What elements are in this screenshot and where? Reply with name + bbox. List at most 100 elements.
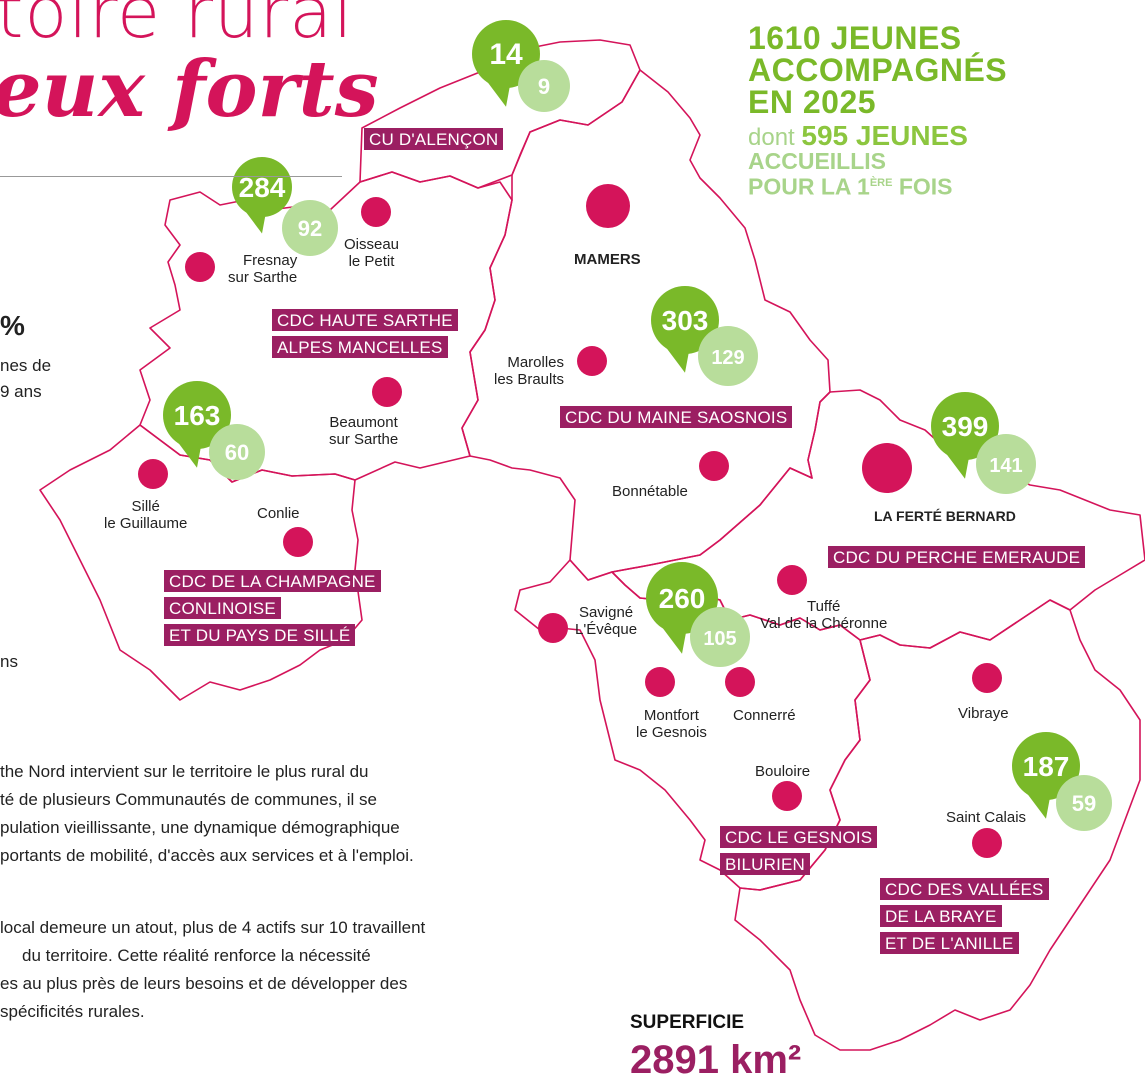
kpi-line-6-b: FOIS <box>892 173 953 200</box>
cdc-label-braye-1: CDC DES VALLÉES <box>880 878 1049 900</box>
pin-total-circle <box>232 157 292 217</box>
kpi-line-3: EN 2025 <box>748 84 877 120</box>
town-label-fresnay-1: Fresnay <box>243 252 298 269</box>
title-rule <box>0 176 342 177</box>
pin-first-circle <box>209 424 265 480</box>
town-dot-marolles <box>577 346 607 376</box>
town-label-bouloire: Bouloire <box>755 763 811 780</box>
title-line-1: toire rural <box>0 0 354 54</box>
town-dot-bouloire <box>772 781 802 811</box>
cdc-label-haute-sarthe-2: ALPES MANCELLES <box>272 336 448 358</box>
superficie-label: SUPERFICIE <box>630 1012 745 1033</box>
town-dot-bonnetable <box>699 451 729 481</box>
town-label-tuffe-2: Val de la Chéronne <box>760 615 888 632</box>
town-dot-vibraye <box>972 663 1002 693</box>
town-label-savigne-2: L'Évêque <box>575 621 638 638</box>
pin-total-circle <box>931 392 999 460</box>
pin-first-value: 141 <box>989 455 1022 477</box>
town-label-bonnetable: Bonnétable <box>612 483 688 500</box>
pin-first-value: 60 <box>225 440 249 465</box>
town-dot-saint-calais <box>972 828 1002 858</box>
title-line-2: eux forts <box>0 44 379 135</box>
kpi-dont: dont <box>748 124 795 151</box>
pin-total-value: 303 <box>662 305 709 336</box>
pin-alencon: 149 <box>472 20 570 112</box>
town-label-fresnay-2: sur Sarthe <box>228 269 298 286</box>
town-label-beaumont-2: sur Sarthe <box>329 431 399 448</box>
pin-first-circle <box>698 326 758 386</box>
town-dot-ferte-bernard <box>862 443 912 493</box>
paragraph-line-1: the Nord intervient sur le territoire le… <box>0 762 369 781</box>
town-dot-oisseau <box>361 197 391 227</box>
kpi-line-2: ACCOMPAGNÉS <box>748 52 1008 88</box>
side-line-3: ns <box>0 652 18 671</box>
cdc-label-gesnois-1: CDC LE GESNOIS <box>720 826 878 848</box>
pin-first-circle <box>518 60 570 112</box>
pin-first-value: 9 <box>538 74 550 99</box>
cdc-label-alencon: CU D'ALENÇON <box>364 128 504 150</box>
kpi-dont-line: dont 595 JEUNES <box>748 122 1007 151</box>
town-dot-sille <box>138 459 168 489</box>
side-percent: % <box>0 310 25 341</box>
town-label-conlie: Conlie <box>257 505 300 522</box>
kpi-line-6-a: POUR LA 1 <box>748 173 870 200</box>
pin-first-circle <box>976 434 1036 494</box>
town-label-mamers: MAMERS <box>574 251 641 268</box>
pin-first-value: 129 <box>711 347 744 369</box>
pin-first-circle <box>690 607 750 667</box>
pin-total-circle <box>163 381 231 449</box>
town-dot-conlie <box>283 527 313 557</box>
cdc-label-braye-2: DE LA BRAYE <box>880 905 1002 927</box>
town-label-marolles-2: les Braults <box>494 371 565 388</box>
town-label-sille-2: le Guillaume <box>104 515 188 532</box>
pin-total-value: 187 <box>1023 751 1070 782</box>
town-dot-fresnay <box>185 252 215 282</box>
pin-first-value: 59 <box>1072 791 1096 816</box>
paragraph-line-2: té de plusieurs Communautés de communes,… <box>0 790 378 809</box>
town-label-beaumont-1: Beaumont <box>329 414 398 431</box>
kpi-sup: ÈRE <box>869 177 893 189</box>
superficie-value: 2891 km² <box>630 1038 802 1082</box>
kpi-line-6: POUR LA 1ÈRE FOIS <box>748 172 1007 198</box>
paragraph-line-8: spécificités rurales. <box>0 1002 145 1021</box>
town-label-vibraye: Vibraye <box>958 705 1009 722</box>
town-dot-connerre <box>725 667 755 697</box>
town-label-sille-1: Sillé <box>131 498 160 515</box>
kpi-line-1: 1610 JEUNES <box>748 20 962 56</box>
town-label-marolles-1: Marolles <box>507 354 565 371</box>
town-label-oisseau-2: le Petit <box>348 253 395 270</box>
kpi-line-5: ACCUEILLIS <box>748 148 886 174</box>
pin-first-circle <box>1056 775 1112 831</box>
kpi-block: 1610 JEUNES ACCOMPAGNÉS EN 2025 dont 595… <box>748 22 1007 198</box>
pin-total-value: 284 <box>239 172 286 203</box>
paragraph-line-6: du territoire. Cette réalité renforce la… <box>22 946 371 965</box>
cdc-label-perche: CDC DU PERCHE EMERAUDE <box>828 546 1086 568</box>
pin-total-circle <box>651 286 719 354</box>
town-label-ferte-bernard: LA FERTÉ BERNARD <box>874 508 1016 524</box>
pin-total-value: 260 <box>659 583 706 614</box>
town-dot-tuffe <box>777 565 807 595</box>
paragraph-line-5: local demeure un atout, plus de 4 actifs… <box>0 918 426 937</box>
town-dot-mamers <box>586 184 630 228</box>
pin-total-value: 399 <box>942 411 989 442</box>
town-dot-savigne <box>538 613 568 643</box>
town-dot-montfort <box>645 667 675 697</box>
side-line-1: nes de <box>0 356 52 375</box>
town-label-oisseau-1: Oisseau <box>344 236 400 253</box>
cdc-label-champagne-3: ET DU PAYS DE SILLÉ <box>164 624 356 646</box>
town-label-tuffe-1: Tuffé <box>806 598 841 615</box>
town-label-connerre: Connerré <box>733 707 796 724</box>
pin-total-value: 163 <box>174 400 221 431</box>
